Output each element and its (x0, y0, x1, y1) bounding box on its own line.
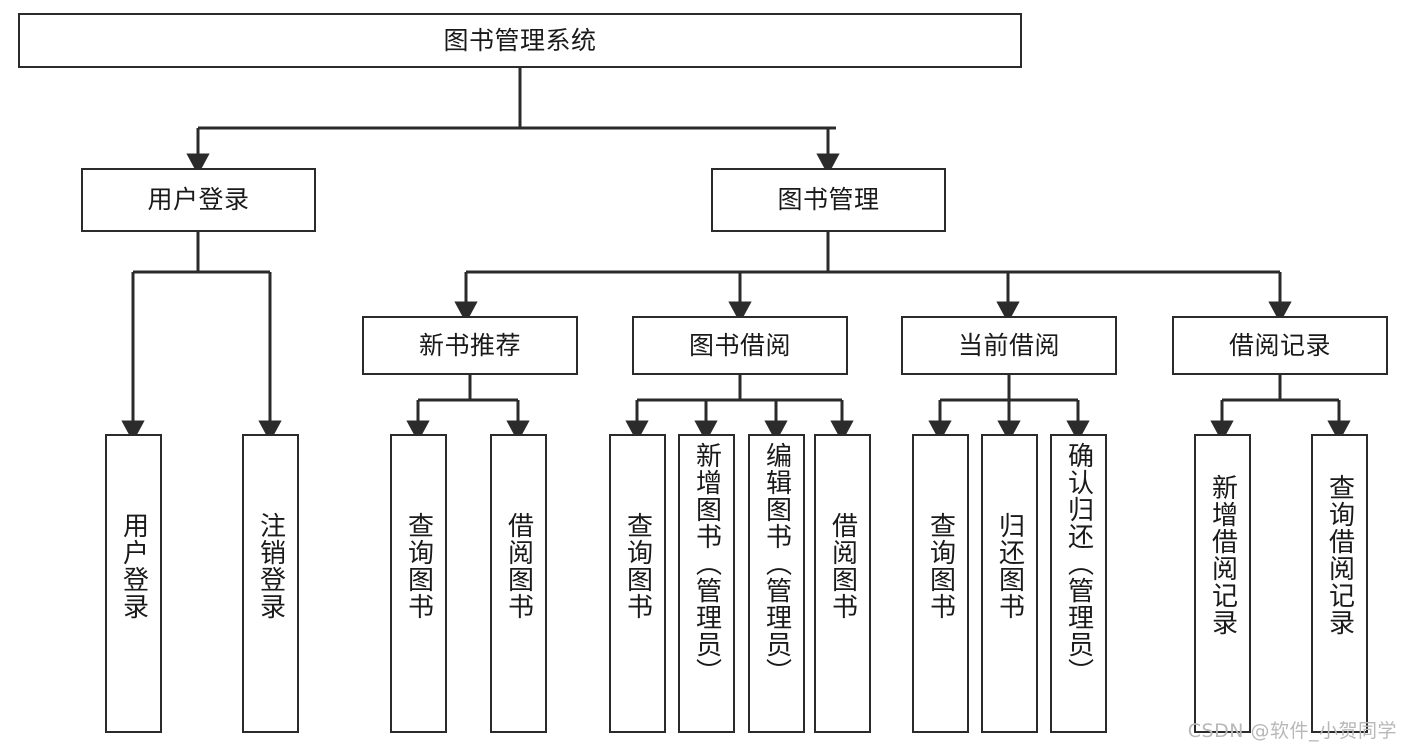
node-label: 用户登录 (118, 512, 149, 620)
leaf-confirm-return-admin[interactable]: 确认归还（管理员） (1050, 434, 1107, 733)
node-label: 新增借阅记录 (1207, 474, 1238, 636)
leaf-borrow-book[interactable]: 借阅图书 (814, 434, 871, 733)
leaf-query-book-current[interactable]: 查询图书 (912, 434, 969, 733)
node-borrow-record[interactable]: 借阅记录 (1172, 316, 1388, 375)
node-label: 用户登录 (147, 185, 250, 215)
node-label: 当前借阅 (957, 330, 1060, 360)
node-label: 查询借阅记录 (1324, 474, 1355, 636)
leaf-query-borrow-record[interactable]: 查询借阅记录 (1311, 434, 1368, 733)
node-label: 借阅图书 (503, 512, 534, 620)
leaf-query-book-borrow[interactable]: 查询图书 (609, 434, 666, 733)
leaf-logout-login[interactable]: 注销登录 (242, 434, 299, 733)
node-label: 查询图书 (925, 512, 956, 620)
node-label: 注销登录 (255, 512, 286, 620)
node-label: 借阅图书 (827, 512, 858, 620)
leaf-user-login[interactable]: 用户登录 (105, 434, 162, 733)
leaf-return-book[interactable]: 归还图书 (981, 434, 1038, 733)
leaf-add-borrow-record[interactable]: 新增借阅记录 (1194, 434, 1251, 733)
node-label: 新书推荐 (418, 330, 521, 360)
node-label: 图书管理系统 (443, 25, 597, 55)
leaf-borrow-book-recommend[interactable]: 借阅图书 (490, 434, 547, 733)
node-current-borrow[interactable]: 当前借阅 (901, 316, 1117, 375)
leaf-edit-book-admin[interactable]: 编辑图书（管理员） (748, 434, 805, 733)
node-book-manage[interactable]: 图书管理 (711, 168, 946, 232)
node-label: 确认归还（管理员） (1063, 442, 1094, 685)
node-label: 图书管理 (777, 185, 880, 215)
node-label: 编辑图书（管理员） (761, 442, 792, 685)
node-label: 查询图书 (403, 512, 434, 620)
node-label: 归还图书 (994, 512, 1025, 620)
leaf-add-book-admin[interactable]: 新增图书（管理员） (678, 434, 735, 733)
node-label: 查询图书 (622, 512, 653, 620)
node-root-system[interactable]: 图书管理系统 (18, 13, 1022, 68)
node-label: 新增图书（管理员） (691, 442, 722, 685)
node-new-book-recommend[interactable]: 新书推荐 (362, 316, 578, 375)
node-label: 图书借阅 (688, 330, 791, 360)
node-book-borrow[interactable]: 图书借阅 (632, 316, 848, 375)
node-user-login[interactable]: 用户登录 (81, 168, 316, 232)
node-label: 借阅记录 (1228, 330, 1331, 360)
leaf-query-book-recommend[interactable]: 查询图书 (390, 434, 447, 733)
